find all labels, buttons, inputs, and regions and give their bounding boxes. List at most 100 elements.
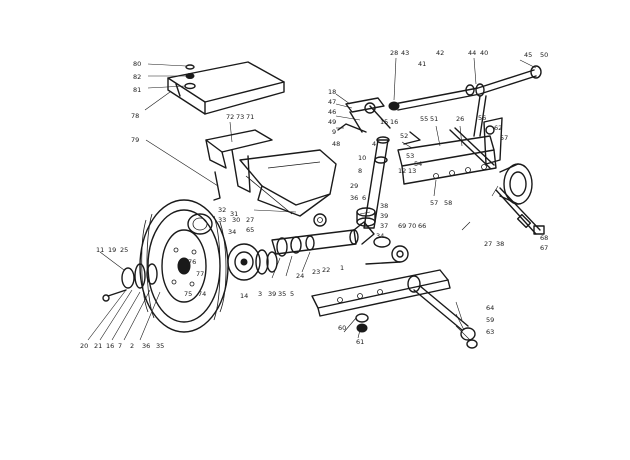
callout-9: 9: [332, 128, 336, 136]
callout-27: 27: [246, 216, 254, 224]
callout-21: 21: [94, 342, 102, 350]
callout-labels: 80 82 81 78 79 72 73 71 28 43 42 44 40 4…: [80, 49, 548, 350]
callout-38: 38: [380, 202, 388, 210]
rear-bracket-part: [483, 117, 503, 165]
callout-39b: 39: [268, 290, 276, 298]
leader-lines: [87, 57, 537, 341]
callout-34b: 34: [228, 228, 236, 236]
callout-62: 62: [494, 124, 502, 132]
top-link-bar-part: [388, 65, 542, 137]
callout-61: 61: [356, 338, 364, 346]
draft-arm-nut-part: [355, 313, 369, 333]
callout-67: 67: [540, 244, 548, 252]
callout-23: 23: [312, 268, 320, 276]
callout-51: 51: [430, 115, 438, 123]
callout-58: 58: [444, 199, 452, 207]
callout-2: 2: [130, 342, 134, 350]
hub-part: [227, 243, 278, 281]
pivot-bolt-part: [449, 127, 495, 169]
callout-71: 71: [246, 113, 254, 121]
callout-47: 47: [328, 98, 336, 106]
callout-30: 30: [232, 216, 240, 224]
callout-73: 73: [236, 113, 244, 121]
callout-25: 25: [120, 246, 128, 254]
callout-34: 34: [376, 232, 384, 240]
callout-56: 56: [478, 114, 486, 122]
callout-19: 19: [108, 246, 116, 254]
callout-38b: 38: [496, 240, 504, 248]
callout-33: 33: [218, 216, 226, 224]
callout-41: 41: [418, 60, 426, 68]
callout-27b: 27: [484, 240, 492, 248]
callout-31: 31: [230, 210, 238, 218]
callout-48: 48: [332, 140, 340, 148]
callout-42: 42: [436, 49, 444, 57]
callout-10: 10: [358, 154, 366, 162]
callout-68: 68: [540, 234, 548, 242]
callout-54: 54: [414, 160, 422, 168]
callout-1: 1: [340, 264, 344, 272]
callout-57: 57: [430, 199, 438, 207]
callout-43: 43: [401, 49, 409, 57]
draft-arm-part: [311, 269, 451, 317]
callout-8: 8: [358, 167, 362, 175]
callout-79: 79: [131, 136, 139, 144]
callout-35: 35: [278, 290, 286, 298]
seat-part: [167, 61, 285, 115]
seat-bolt-part: [184, 64, 196, 90]
callout-16: 16: [390, 118, 398, 126]
callout-50: 50: [540, 51, 548, 59]
tie-rod-part: [495, 187, 545, 235]
callout-36: 36: [350, 194, 358, 202]
callout-16b: 16: [106, 342, 114, 350]
callout-78: 78: [131, 112, 139, 120]
callout-7: 7: [118, 342, 122, 350]
callout-18: 18: [328, 88, 336, 96]
wheel-cap-part: [187, 213, 213, 235]
callout-29: 29: [350, 182, 358, 190]
lift-arm-part: [337, 97, 391, 133]
callout-63: 63: [486, 328, 494, 336]
callout-39: 39: [380, 212, 388, 220]
callout-55: 55: [420, 115, 428, 123]
callout-3: 3: [258, 290, 262, 298]
callout-6: 6: [362, 194, 366, 202]
lift-column-part: [356, 136, 390, 229]
callout-36b: 36: [142, 342, 150, 350]
callout-4: 4: [372, 140, 376, 148]
callout-49: 49: [328, 118, 336, 126]
callout-57b: 57: [500, 134, 508, 142]
callout-72: 72: [226, 113, 234, 121]
callout-70: 70: [408, 222, 416, 230]
callout-74: 74: [198, 290, 206, 298]
wheel-part: [139, 199, 229, 333]
callout-46: 46: [328, 108, 336, 116]
callout-80: 80: [133, 60, 141, 68]
callout-14: 14: [240, 292, 248, 300]
callout-65: 65: [246, 226, 254, 234]
callout-12: 12: [398, 167, 406, 175]
callout-66: 66: [418, 222, 426, 230]
draft-arm-rod-part: [413, 285, 478, 349]
callout-52: 52: [400, 132, 408, 140]
seat-bracket-part: [205, 129, 337, 227]
linkage-plate-part: [397, 131, 497, 185]
callout-22: 22: [322, 266, 330, 274]
callout-20: 20: [80, 342, 88, 350]
callout-75: 75: [184, 290, 192, 298]
callout-53: 53: [406, 152, 414, 160]
callout-28: 28: [390, 49, 398, 57]
callout-37: 37: [380, 222, 388, 230]
callout-82: 82: [133, 73, 141, 81]
callout-64: 64: [486, 304, 494, 312]
hitch-drum-part: [499, 163, 533, 205]
callout-5: 5: [290, 290, 294, 298]
callout-77: 77: [196, 270, 204, 278]
callout-15: 15: [380, 118, 388, 126]
axle-shaft-part: [271, 221, 375, 257]
callout-81: 81: [133, 86, 141, 94]
callout-60: 60: [338, 324, 346, 332]
callout-24: 24: [296, 272, 304, 280]
callout-44: 44: [468, 49, 476, 57]
